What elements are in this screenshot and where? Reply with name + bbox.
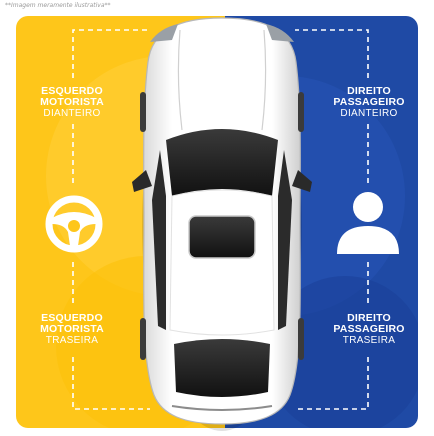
guide-front-right: [295, 29, 369, 78]
label-rear-left-line2: MOTORISTA: [40, 323, 104, 335]
illustrative-caption: **Imagem meramente ilustrativa**: [5, 2, 111, 9]
label-front-right-line2: PASSAGEIRO: [333, 96, 405, 108]
guide-rear-right: [295, 357, 369, 410]
guide-front-left: [72, 29, 150, 78]
label-front-right: DIREITO PASSAGEIRO DIANTEIRO: [314, 85, 424, 120]
label-front-left-line1: ESQUERDO: [41, 85, 103, 97]
label-rear-left-line1: ESQUERDO: [41, 312, 103, 324]
label-front-right-line1: DIREITO: [347, 85, 391, 97]
label-front-right-line3: DIANTEIRO: [340, 108, 398, 119]
label-front-left: ESQUERDO MOTORISTA DIANTEIRO: [17, 85, 127, 120]
label-rear-right: DIREITO PASSAGEIRO TRASEIRA: [314, 312, 424, 347]
guide-rear-left: [72, 357, 150, 410]
label-front-left-line2: MOTORISTA: [40, 96, 104, 108]
label-rear-right-line3: TRASEIRA: [342, 335, 396, 346]
label-front-left-line3: DIANTEIRO: [43, 108, 101, 119]
label-rear-left: ESQUERDO MOTORISTA TRASEIRA: [17, 312, 127, 347]
label-rear-right-line1: DIREITO: [347, 312, 391, 324]
label-rear-right-line2: PASSAGEIRO: [333, 323, 405, 335]
label-rear-left-line3: TRASEIRA: [45, 335, 99, 346]
